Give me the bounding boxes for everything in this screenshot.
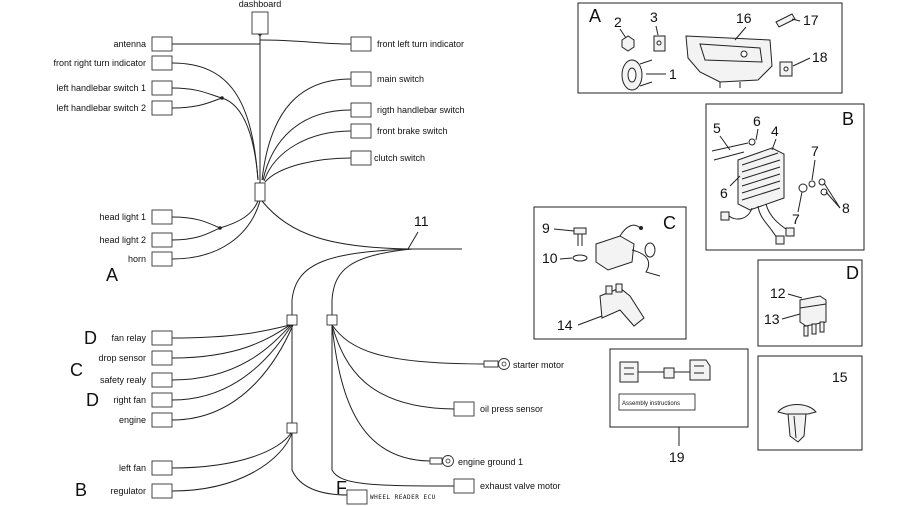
panel-b-num-8: 8 bbox=[842, 200, 850, 216]
assembly-instructions-label: Assembly instructions bbox=[622, 401, 680, 407]
label-antenna: antenna bbox=[113, 39, 146, 49]
left-connectors: antenna front right turn indicator left … bbox=[53, 36, 173, 267]
label-drop-sensor: drop sensor bbox=[98, 353, 146, 363]
panel-c-num-10: 10 bbox=[542, 250, 558, 266]
panel-a-num-17: 17 bbox=[803, 12, 819, 28]
panel-b-num-7-top: 7 bbox=[811, 143, 819, 159]
panel-d: D 12 13 bbox=[757, 259, 863, 347]
label-front-right-turn: front right turn indicator bbox=[53, 58, 146, 68]
junction-left bbox=[286, 314, 298, 326]
panel-d-num-12: 12 bbox=[770, 285, 786, 301]
fan-relay-part bbox=[799, 295, 827, 327]
label-oil-press: oil press sensor bbox=[480, 404, 543, 414]
letter-c-drop-sensor: C bbox=[70, 360, 83, 380]
group-letter-b: B bbox=[75, 480, 87, 500]
label-exhaust-valve: exhaust valve motor bbox=[480, 481, 561, 491]
panel-b-num-5: 5 bbox=[713, 120, 721, 136]
panel-a-num-2: 2 bbox=[614, 14, 622, 30]
clip-part bbox=[777, 404, 817, 415]
right-connectors: front left turn indicator main switch ri… bbox=[350, 36, 465, 166]
panel-c: C 9 10 14 bbox=[533, 206, 687, 340]
lower-right-connectors: starter motor oil press sensor engine gr… bbox=[429, 358, 564, 494]
panel-a-num-16: 16 bbox=[736, 10, 752, 26]
panel-b-letter: B bbox=[842, 109, 854, 129]
dashboard-connector bbox=[251, 11, 269, 35]
kit-connector-a bbox=[619, 361, 639, 383]
harness-number-11: 11 bbox=[414, 213, 429, 229]
ecu-letter: F bbox=[336, 478, 347, 498]
panel-c-num-9: 9 bbox=[542, 220, 550, 236]
panel-clip-num-15: 15 bbox=[832, 369, 848, 385]
group-b-connectors: left fan regulator B bbox=[75, 460, 173, 500]
lower-left-connectors: fan relay drop sensor safety realy right… bbox=[70, 328, 173, 428]
label-head-light-2: head light 2 bbox=[99, 235, 146, 245]
panel-a-letter: A bbox=[589, 6, 601, 26]
label-front-left-turn: front left turn indicator bbox=[377, 39, 464, 49]
panel-kit: Assembly instructions 19 bbox=[609, 348, 749, 465]
ecu-label: WHEEL READER ECU bbox=[370, 494, 436, 501]
label-right-fan: right fan bbox=[113, 395, 146, 405]
junction-right bbox=[326, 314, 338, 326]
panel-a-num-1: 1 bbox=[669, 66, 677, 82]
label-left-handlebar-2: left handlebar switch 2 bbox=[56, 103, 146, 113]
panel-a-num-3: 3 bbox=[650, 9, 658, 25]
label-fan-relay: fan relay bbox=[111, 333, 146, 343]
upper-junction bbox=[254, 182, 266, 202]
label-engine: engine bbox=[119, 415, 146, 425]
ecu-block: F WHEEL READER ECU bbox=[336, 478, 436, 505]
panel-b: B 5 6 4 7 6 8 7 bbox=[705, 103, 865, 251]
panel-b-num-6-bottom: 6 bbox=[720, 185, 728, 201]
label-main-switch: main switch bbox=[377, 74, 424, 84]
label-front-brake: front brake switch bbox=[377, 126, 448, 136]
label-starter-motor: starter motor bbox=[513, 360, 564, 370]
label-clutch: clutch switch bbox=[374, 153, 425, 163]
label-head-light-1: head light 1 bbox=[99, 212, 146, 222]
label-right-handlebar: rigth handlebar switch bbox=[377, 105, 465, 115]
dashboard-label: dashboard bbox=[239, 0, 282, 9]
label-horn: horn bbox=[128, 254, 146, 264]
panel-a: A 2 3 16 17 1 18 bbox=[577, 2, 843, 94]
letter-d-fan-relay: D bbox=[84, 328, 97, 348]
panel-a-num-18: 18 bbox=[812, 49, 828, 65]
panel-b-num-6-top: 6 bbox=[753, 113, 761, 129]
label-left-handlebar-1: left handlebar switch 1 bbox=[56, 83, 146, 93]
label-left-fan: left fan bbox=[119, 463, 146, 473]
label-safety-relay: safety realy bbox=[100, 375, 147, 385]
panel-d-letter: D bbox=[846, 263, 859, 283]
panel-c-num-14: 14 bbox=[557, 317, 573, 333]
panel-clip: 15 bbox=[757, 355, 863, 451]
letter-d-right-fan: D bbox=[86, 390, 99, 410]
regulator-part bbox=[737, 147, 785, 211]
lower-harness-wires bbox=[171, 248, 485, 496]
panel-c-letter: C bbox=[663, 213, 676, 233]
panel-b-num-7-bottom: 7 bbox=[792, 211, 800, 227]
label-engine-ground: engine ground 1 bbox=[458, 457, 523, 467]
panel-kit-num-19: 19 bbox=[669, 449, 685, 465]
kit-connector-b bbox=[689, 359, 711, 381]
panel-b-num-4: 4 bbox=[771, 123, 779, 139]
panel-d-num-13: 13 bbox=[764, 311, 780, 327]
label-regulator: regulator bbox=[110, 486, 146, 496]
junction-lower bbox=[286, 422, 298, 434]
assembly-instructions-sheet bbox=[618, 393, 696, 411]
group-letter-a: A bbox=[106, 265, 118, 285]
upper-harness-wires bbox=[171, 22, 462, 260]
